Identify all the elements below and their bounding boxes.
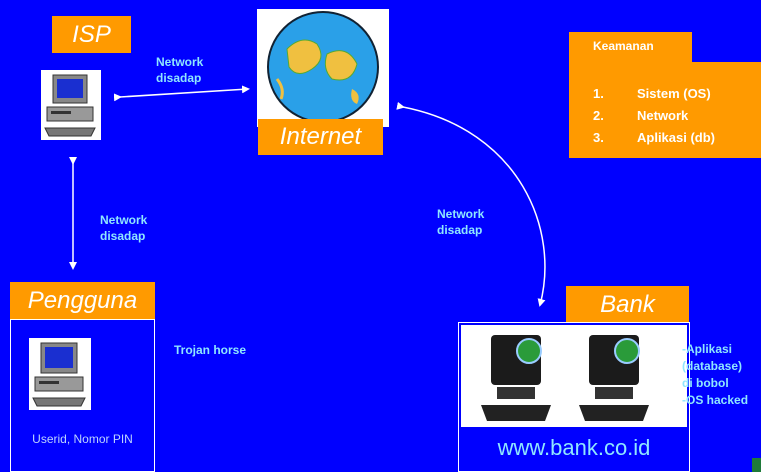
keamanan-item-num: 2. [593, 108, 604, 123]
keamanan-item-text: Sistem (OS) [637, 86, 711, 101]
keamanan-item-num: 3. [593, 130, 604, 145]
bank-note-line: (database) [682, 359, 743, 373]
keamanan-item: 2. Network [593, 108, 688, 123]
keamanan-title-box: Keamanan [569, 32, 692, 62]
keamanan-title: Keamanan [593, 39, 654, 53]
arrow-isp-internet [113, 85, 250, 102]
globe-icon [267, 11, 379, 123]
bank-box: www.bank.co.id [458, 322, 690, 472]
pengguna-label-text: Pengguna [27, 286, 138, 314]
bank-notes: -Aplikasi (database) di bobol -OS hacked [682, 341, 748, 409]
edge-label-line: Network [156, 55, 204, 69]
internet-globe-box [257, 9, 389, 127]
pengguna-caption: Userid, Nomor PIN [32, 432, 133, 446]
bank-note-line: -OS hacked [682, 393, 749, 407]
keamanan-item-num: 1. [593, 86, 604, 101]
isp-label-text: ISP [72, 20, 111, 48]
bank-note-line: di bobol [682, 376, 729, 390]
internet-label: Internet [258, 119, 383, 155]
keamanan-item: 1. Sistem (OS) [593, 86, 711, 101]
arrow-internet-bank [396, 101, 546, 307]
edge-label-line: Network [437, 207, 485, 221]
trojan-label: Trojan horse [174, 343, 247, 357]
bank-label-text: Bank [600, 290, 655, 318]
edge-label-line: Network [100, 213, 148, 227]
bank-url: www.bank.co.id [497, 435, 651, 460]
bank-note-line: -Aplikasi [682, 342, 733, 356]
edge-label-isp-pengguna: Network disadap [100, 212, 147, 244]
keamanan-item-text: Aplikasi (db) [637, 130, 716, 145]
edge-label-internet-bank: Network disadap [437, 206, 484, 238]
keamanan-item: 3. Aplikasi (db) [593, 130, 715, 145]
pengguna-box: Userid, Nomor PIN [10, 319, 155, 472]
keamanan-list-box: 1. Sistem (OS) 2. Network 3. Aplikasi (db) [569, 62, 761, 158]
edge-label-line: disadap [100, 229, 146, 243]
isp-computer-icon [41, 70, 101, 140]
pengguna-computer-icon [29, 338, 91, 410]
edge-label-line: disadap [156, 71, 202, 85]
isp-label: ISP [52, 16, 131, 53]
edge-label-isp-internet: Network disadap [156, 54, 203, 86]
edge-label-line: disadap [437, 223, 483, 237]
internet-label-text: Internet [279, 123, 362, 150]
bank-label: Bank [566, 286, 689, 323]
keamanan-item-text: Network [637, 108, 689, 123]
bank-servers-icon [461, 325, 687, 427]
pengguna-label: Pengguna [10, 282, 155, 319]
corner-decoration [752, 458, 761, 472]
